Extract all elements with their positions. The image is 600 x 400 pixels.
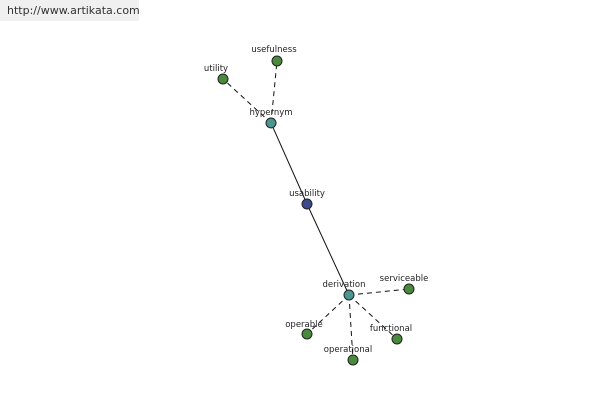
url-banner: http://www.artikata.com: [0, 0, 140, 21]
graph-edges: [222, 60, 410, 361]
label-functional: functional: [370, 324, 412, 334]
node-operational[interactable]: [347, 354, 359, 366]
graph-labels: usability hypernym utility usefulness deriva…: [204, 45, 428, 355]
edge-usability-derivation: [306, 203, 350, 296]
node-hypernym[interactable]: [265, 117, 277, 129]
node-utility[interactable]: [217, 73, 229, 85]
node-functional[interactable]: [391, 333, 403, 345]
url-link[interactable]: http://www.artikata.com: [7, 4, 140, 17]
label-usability: usability: [289, 189, 325, 199]
node-usefulness[interactable]: [271, 55, 283, 67]
node-operable[interactable]: [301, 328, 313, 340]
edge-derivation-functional: [348, 294, 398, 340]
node-derivation[interactable]: [343, 289, 355, 301]
node-serviceable[interactable]: [403, 283, 415, 295]
label-operational: operational: [324, 345, 372, 355]
edge-derivation-operable: [306, 294, 350, 335]
label-serviceable: serviceable: [380, 274, 429, 284]
edge-usability-hypernym: [270, 122, 308, 205]
label-utility: utility: [204, 64, 228, 74]
label-usefulness: usefulness: [251, 45, 297, 55]
label-derivation: derivation: [322, 280, 365, 290]
label-hypernym: hypernym: [249, 108, 292, 118]
edge-derivation-serviceable: [348, 288, 410, 296]
label-operable: operable: [285, 320, 323, 330]
graph-nodes: [217, 55, 415, 366]
edge-derivation-operational: [348, 294, 354, 361]
node-usability[interactable]: [301, 198, 313, 210]
edge-hypernym-utility: [222, 78, 272, 124]
edge-hypernym-usefulness: [270, 60, 278, 124]
